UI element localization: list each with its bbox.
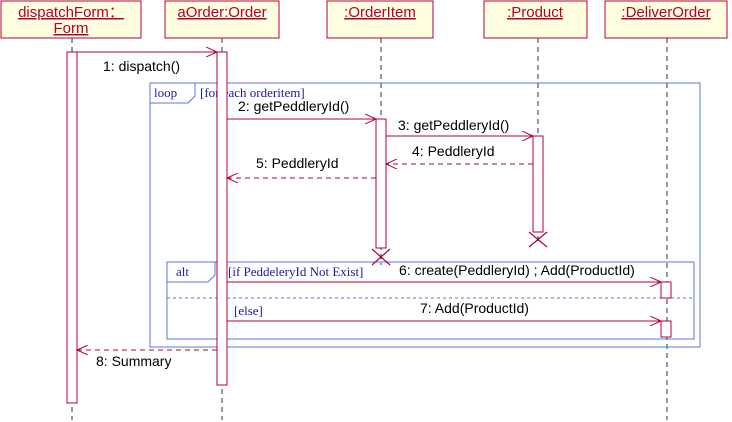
alt-frame: alt: [166, 261, 695, 340]
activation-deliverorder-1: [660, 281, 672, 299]
message-5: 5: PeddleryId: [227, 155, 376, 178]
alt-frame-guard-2: [else]: [234, 303, 263, 318]
activation-dispatchform: [66, 51, 78, 404]
message-7: [else] 7: Add(ProductId): [227, 300, 661, 321]
destroy-mark-product: [528, 231, 548, 248]
lifeline-product: :Product: [483, 0, 588, 39]
message-1: 1: dispatch(): [77, 52, 217, 74]
activation-orderitem: [375, 118, 387, 249]
activation-product: [532, 135, 544, 233]
lifeline-dispatchform-title-line2: Form: [54, 20, 89, 37]
lifeline-orderitem: :OrderItem: [326, 0, 434, 39]
message-6: [if PeddeleryId Not Exist] 6: create(Ped…: [227, 262, 661, 282]
message-3: 3: getPeddleryId(): [386, 117, 533, 136]
message-8: 8: Summary: [77, 350, 217, 369]
lifeline-aorder: aOrder:Order: [164, 0, 280, 39]
lifeline-product-title: :Product: [507, 4, 564, 21]
alt-frame-operator: alt: [176, 264, 189, 279]
activation-deliverorder-2: [660, 320, 672, 338]
activation-aorder: [216, 51, 228, 386]
message-2: 2: getPeddleryId(): [227, 98, 376, 119]
message-5-label: 5: PeddleryId: [256, 155, 339, 171]
message-3-label: 3: getPeddleryId(): [398, 117, 509, 133]
message-6-label: 6: create(PeddleryId) ; Add(ProductId): [399, 262, 635, 278]
message-1-label: 1: dispatch(): [103, 58, 180, 74]
lifeline-deliverorder-title: :DeliverOrder: [621, 4, 710, 21]
destroy-mark-orderitem: [371, 248, 391, 266]
message-4: 4: PeddleryId: [386, 143, 533, 164]
lifeline-aorder-title: aOrder:Order: [177, 4, 266, 21]
message-7-label: 7: Add(ProductId): [420, 300, 529, 316]
message-2-label: 2: getPeddleryId(): [238, 98, 349, 114]
alt-frame-guard-1: [if PeddeleryId Not Exist]: [228, 264, 363, 279]
message-4-label: 4: PeddleryId: [412, 143, 495, 159]
lifeline-deliverorder: :DeliverOrder: [604, 0, 728, 39]
lifeline-dispatchform: dispatchForm： Form: [0, 0, 142, 39]
message-8-label: 8: Summary: [96, 353, 171, 369]
lifeline-dispatchform-title-line1: dispatchForm：: [18, 4, 124, 21]
lifeline-orderitem-title: :OrderItem: [344, 4, 416, 21]
loop-frame-operator: loop: [154, 85, 177, 100]
